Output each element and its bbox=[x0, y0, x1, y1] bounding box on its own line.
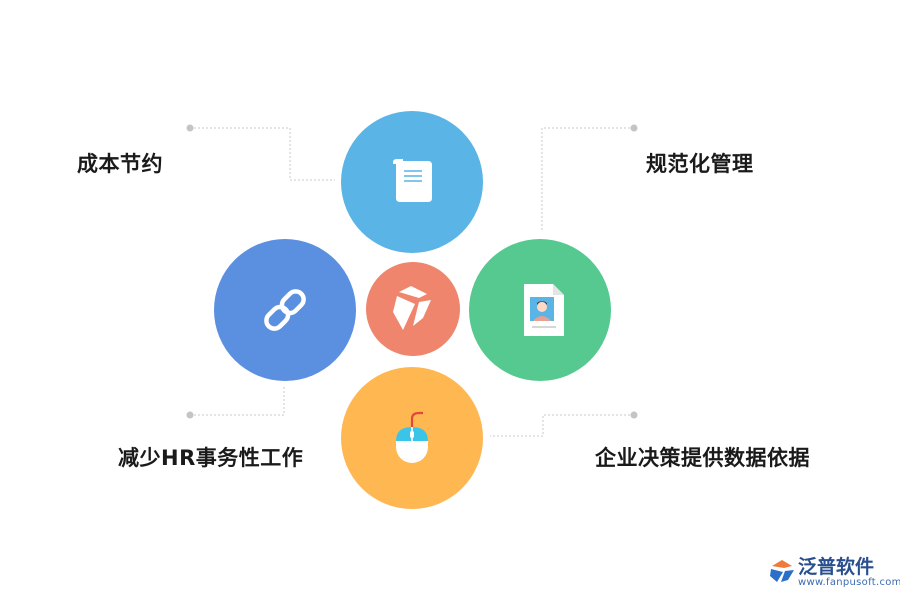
connector-bottom-right bbox=[490, 414, 634, 437]
connector-dot-top-left bbox=[186, 124, 194, 132]
chain-link-icon bbox=[264, 289, 306, 331]
connector-dot-bottom-right bbox=[630, 411, 638, 419]
document-scroll-icon bbox=[393, 159, 432, 202]
label-standardized-management: 规范化管理 bbox=[646, 152, 754, 176]
connector-top-right bbox=[541, 127, 634, 232]
circle-top bbox=[341, 111, 483, 253]
id-card-document-icon bbox=[524, 284, 564, 336]
connector-dot-top-right bbox=[630, 124, 638, 132]
label-decision-data-basis: 企业决策提供数据依据 bbox=[595, 446, 810, 470]
circle-left bbox=[214, 239, 356, 381]
brand-url: www.fanpusoft.com bbox=[798, 577, 900, 588]
brand-logo-icon bbox=[770, 560, 794, 582]
label-cost-saving: 成本节约 bbox=[77, 152, 163, 176]
brand-name: 泛普软件 bbox=[798, 556, 875, 578]
circle-right bbox=[469, 239, 611, 381]
brand-watermark: 泛普软件 www.fanpusoft.com bbox=[768, 552, 900, 596]
computer-mouse-icon bbox=[396, 411, 428, 463]
connector-bottom-left bbox=[190, 385, 285, 416]
connector-dot-bottom-left bbox=[186, 411, 194, 419]
connector-top-left bbox=[190, 127, 335, 181]
circle-bottom bbox=[341, 367, 483, 509]
logo-icon bbox=[393, 286, 431, 330]
label-reduce-hr-work: 减少HR事务性工作 bbox=[118, 446, 304, 470]
circle-center bbox=[366, 262, 460, 356]
